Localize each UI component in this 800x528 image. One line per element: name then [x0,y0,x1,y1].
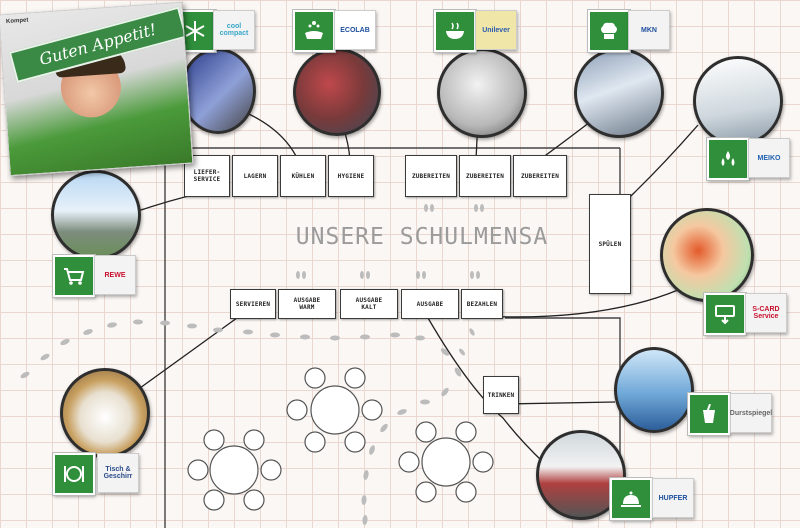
photo-delivery-truck [51,170,141,260]
station-lagern[interactable]: LAGERN [232,155,278,197]
station-zubereiten-2[interactable]: ZUBEREITEN [459,155,511,197]
coolcompact-logo: cool compact [213,10,255,50]
hupfer-logo: HUPFER [652,478,694,518]
station-zubereiten-3[interactable]: ZUBEREITEN [513,155,567,197]
photo-cashier [660,208,754,302]
chef-hat-icon [588,10,630,52]
station-hygiene[interactable]: HYGIENE [328,155,374,197]
photo-chef-cooking [437,48,527,138]
drops-icon [707,138,749,180]
ecolab-logo: ECOLAB [334,10,376,50]
durstspiegel-logo: Durstspiegel [730,393,772,433]
unilever-logo: Unilever [475,10,517,50]
photo-table-setting [60,368,150,458]
dining-tables [187,367,494,511]
card-icon [704,293,746,335]
photo-dishwasher [693,56,783,146]
meiko-logo: MEIKO [748,138,790,178]
station-spuelen[interactable]: SPÜLEN [589,194,631,294]
hands-wash-icon [293,10,335,52]
station-ausgabe-kalt[interactable]: AUSGABE KALT [340,289,398,319]
photo-water-dispenser [614,347,694,433]
footprint-trail [20,204,484,525]
station-servieren[interactable]: SERVIEREN [230,289,276,319]
rewe-logo: REWE [94,255,136,295]
cup-icon [688,393,730,435]
photo-cooling-storage [180,48,256,134]
station-zubereiten-1[interactable]: ZUBEREITEN [405,155,457,197]
scard-logo: S-CARD Service [745,293,787,333]
tisch-logo: Tisch & Geschirr [97,453,139,493]
plate-cutlery-icon [53,453,95,495]
guten-appetit-card: Kompet Guten Appetit! [0,1,194,177]
cart-icon [53,255,95,297]
bowl-icon [434,10,476,52]
station-trinken[interactable]: TRINKEN [483,376,519,414]
station-kuehlen[interactable]: KÜHLEN [280,155,326,197]
photo-combi-oven [574,48,664,138]
station-bezahlen[interactable]: BEZAHLEN [461,289,503,319]
station-ausgabe-warm[interactable]: AUSGABE WARM [278,289,336,319]
mkn-logo: MKN [628,10,670,50]
photo-hygiene-dispensers [293,48,381,136]
station-ausgabe[interactable]: AUSGABE [401,289,459,319]
cloche-icon [610,478,652,520]
page-title: UNSERE SCHULMENSA [295,224,549,250]
